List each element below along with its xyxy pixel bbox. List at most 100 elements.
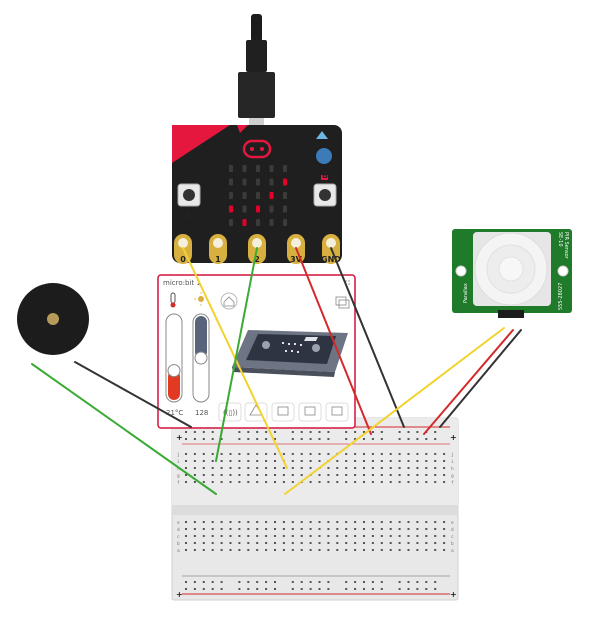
breadboard-hole[interactable] [202, 528, 205, 530]
breadboard-hole[interactable] [220, 542, 223, 544]
breadboard-rail-hole[interactable] [371, 581, 374, 583]
breadboard-hole[interactable] [211, 528, 214, 530]
breadboard-hole[interactable] [327, 474, 330, 476]
breadboard-hole[interactable] [274, 460, 276, 462]
breadboard-hole[interactable] [327, 535, 330, 537]
breadboard-rail-hole[interactable] [274, 431, 276, 433]
breadboard-rail-hole[interactable] [300, 588, 303, 590]
breadboard-hole[interactable] [434, 453, 437, 455]
breadboard-hole[interactable] [274, 521, 276, 523]
breadboard-hole[interactable] [425, 535, 428, 537]
breadboard-hole[interactable] [371, 549, 374, 551]
breadboard-rail-hole[interactable] [265, 581, 268, 583]
breadboard-hole[interactable] [185, 535, 187, 537]
gesture-button-4[interactable] [325, 402, 349, 422]
breadboard-hole[interactable] [193, 549, 196, 551]
breadboard-hole[interactable] [211, 481, 214, 483]
breadboard-rail-hole[interactable] [193, 581, 196, 583]
breadboard-hole[interactable] [327, 467, 330, 469]
breadboard-hole[interactable] [336, 467, 339, 469]
breadboard-hole[interactable] [229, 542, 232, 544]
breadboard-rail-hole[interactable] [238, 581, 241, 583]
breadboard-hole[interactable] [282, 542, 285, 544]
breadboard-hole[interactable] [256, 521, 259, 523]
breadboard-rail-hole[interactable] [256, 581, 259, 583]
breadboard-hole[interactable] [300, 542, 303, 544]
breadboard-rail-hole[interactable] [398, 588, 401, 590]
breadboard-hole[interactable] [416, 453, 419, 455]
breadboard-hole[interactable] [274, 467, 276, 469]
breadboard-rail-hole[interactable] [274, 581, 276, 583]
breadboard-rail-hole[interactable] [300, 581, 303, 583]
breadboard-hole[interactable] [416, 535, 419, 537]
breadboard-hole[interactable] [389, 549, 392, 551]
microbit-3d-view[interactable] [232, 330, 348, 377]
breadboard-hole[interactable] [327, 542, 330, 544]
breadboard-rail-hole[interactable] [398, 438, 401, 440]
breadboard-rail-hole[interactable] [380, 438, 383, 440]
breadboard-rail-hole[interactable] [247, 588, 250, 590]
breadboard-hole[interactable] [363, 481, 365, 483]
breadboard-hole[interactable] [327, 481, 330, 483]
breadboard-hole[interactable] [309, 460, 312, 462]
breadboard-hole[interactable] [238, 521, 241, 523]
breadboard-rail-hole[interactable] [407, 431, 410, 433]
breadboard-rail-hole[interactable] [425, 588, 428, 590]
breadboard-hole[interactable] [202, 467, 205, 469]
breadboard-hole[interactable] [247, 521, 250, 523]
breadboard-hole[interactable] [389, 481, 392, 483]
breadboard-hole[interactable] [425, 467, 428, 469]
breadboard-hole[interactable] [247, 481, 250, 483]
breadboard-hole[interactable] [407, 528, 410, 530]
breadboard-hole[interactable] [371, 481, 374, 483]
breadboard-hole[interactable] [256, 528, 259, 530]
breadboard-hole[interactable] [371, 474, 374, 476]
breadboard-rail-hole[interactable] [256, 431, 259, 433]
breadboard-hole[interactable] [425, 528, 428, 530]
breadboard-hole[interactable] [354, 542, 357, 544]
breadboard-rail-hole[interactable] [291, 588, 294, 590]
breadboard-rail-hole[interactable] [202, 438, 205, 440]
breadboard-hole[interactable] [345, 521, 348, 523]
breadboard-hole[interactable] [407, 549, 410, 551]
breadboard-hole[interactable] [443, 460, 446, 462]
breadboard-hole[interactable] [389, 521, 392, 523]
breadboard-hole[interactable] [309, 528, 312, 530]
breadboard-hole[interactable] [229, 535, 232, 537]
breadboard-hole[interactable] [211, 453, 214, 455]
breadboard-hole[interactable] [211, 542, 214, 544]
breadboard-hole[interactable] [185, 474, 187, 476]
breadboard-hole[interactable] [300, 535, 303, 537]
breadboard-hole[interactable] [416, 467, 419, 469]
breadboard-hole[interactable] [407, 535, 410, 537]
breadboard-rail-hole[interactable] [345, 438, 348, 440]
breadboard-rail-hole[interactable] [300, 431, 303, 433]
breadboard-hole[interactable] [434, 521, 437, 523]
breadboard-hole[interactable] [193, 460, 196, 462]
breadboard-hole[interactable] [327, 528, 330, 530]
breadboard-rail-hole[interactable] [211, 588, 214, 590]
breadboard-hole[interactable] [380, 474, 383, 476]
breadboard-hole[interactable] [247, 542, 250, 544]
microbit-pin-1[interactable]: 1 [209, 234, 227, 264]
breadboard-rail-hole[interactable] [363, 588, 365, 590]
breadboard-hole[interactable] [274, 453, 276, 455]
breadboard-hole[interactable] [354, 453, 357, 455]
breadboard-hole[interactable] [327, 453, 330, 455]
breadboard-hole[interactable] [389, 460, 392, 462]
breadboard-hole[interactable] [274, 528, 276, 530]
breadboard-hole[interactable] [425, 460, 428, 462]
breadboard-hole[interactable] [345, 542, 348, 544]
breadboard-hole[interactable] [193, 474, 196, 476]
breadboard-hole[interactable] [354, 535, 357, 537]
breadboard-rail-hole[interactable] [434, 431, 437, 433]
breadboard-hole[interactable] [398, 474, 401, 476]
breadboard-rail-hole[interactable] [371, 438, 374, 440]
breadboard-hole[interactable] [309, 535, 312, 537]
breadboard-hole[interactable] [398, 481, 401, 483]
breadboard-rail-hole[interactable] [407, 581, 410, 583]
breadboard-hole[interactable] [363, 535, 365, 537]
breadboard-hole[interactable] [256, 481, 259, 483]
breadboard-hole[interactable] [345, 453, 348, 455]
